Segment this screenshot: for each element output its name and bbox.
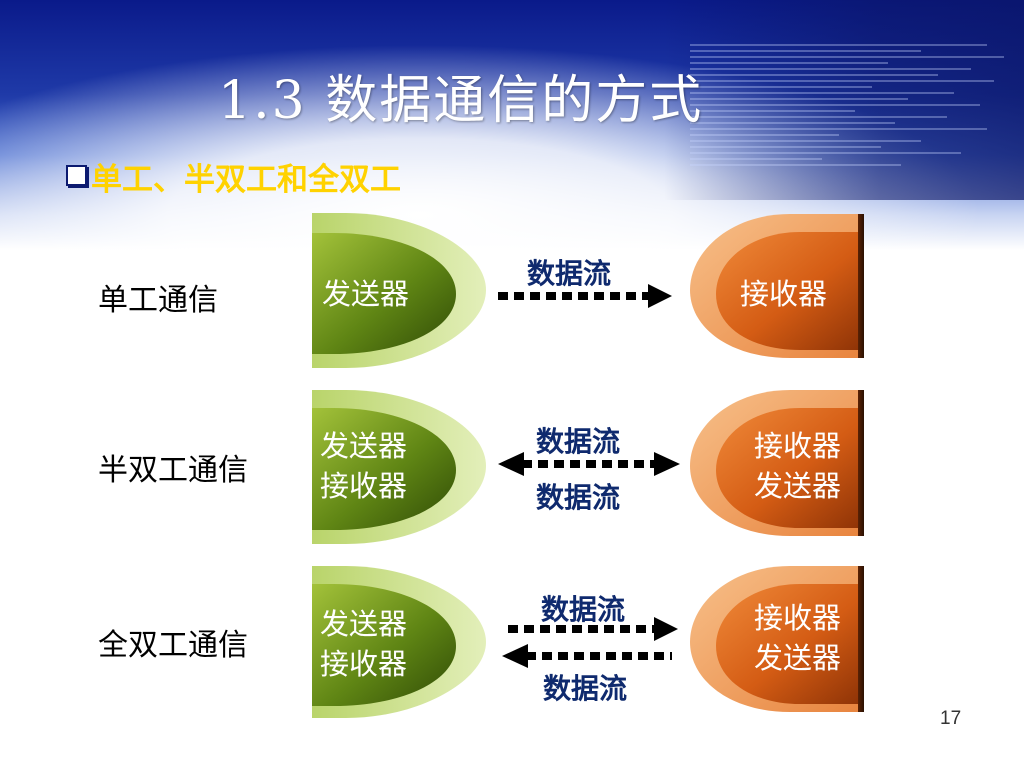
receiver-shape-half-duplex [690,390,864,536]
row-label-simplex: 单工通信 [98,283,218,318]
slide-subtitle: 单工、半双工和全双工 [66,154,401,199]
receiver-label-half-duplex-2: 发送器 [754,469,842,503]
header-shade [664,0,1024,200]
row-label-full-duplex: 全双工通信 [98,628,248,663]
flow-label-half-duplex-bottom: 数据流 [536,481,621,514]
row-label-half-duplex: 半双工通信 [98,453,248,488]
receiver-label-full-duplex-1: 接收器 [754,601,842,635]
receiver-label-half-duplex-1: 接收器 [754,429,842,463]
arrow-left-full-duplex [502,644,672,668]
subtitle-text: 单工、半双工和全双工 [91,162,401,198]
slide-title: 1.3 数据通信的方式 [218,71,704,131]
page-number: 17 [940,708,962,729]
arrow-right-simplex [498,284,672,308]
sender-label-half-duplex-1: 发送器 [320,429,408,463]
sender-shape-simplex [312,213,486,368]
flow-label-half-duplex-top: 数据流 [536,425,621,458]
arrow-bidirectional-half-duplex [498,452,680,476]
checkbox-bullet-icon [66,165,87,186]
flow-label-full-duplex-top: 数据流 [541,593,626,626]
receiver-label-full-duplex-2: 发送器 [754,641,842,675]
sender-shape-half-duplex [312,390,486,544]
arrow-right-full-duplex [508,617,678,641]
sender-shape-full-duplex [312,566,486,718]
sender-label-half-duplex-2: 接收器 [320,469,408,503]
flow-label-simplex: 数据流 [527,257,612,290]
receiver-shape-full-duplex [690,566,864,712]
sender-label-simplex: 发送器 [322,277,410,311]
sender-label-full-duplex-2: 接收器 [320,647,408,681]
receiver-label-simplex: 接收器 [740,277,828,311]
receiver-shape-simplex [690,214,864,358]
sender-label-full-duplex-1: 发送器 [320,607,408,641]
flow-label-full-duplex-bottom: 数据流 [543,672,628,705]
decorative-code-lines [690,44,1020,174]
